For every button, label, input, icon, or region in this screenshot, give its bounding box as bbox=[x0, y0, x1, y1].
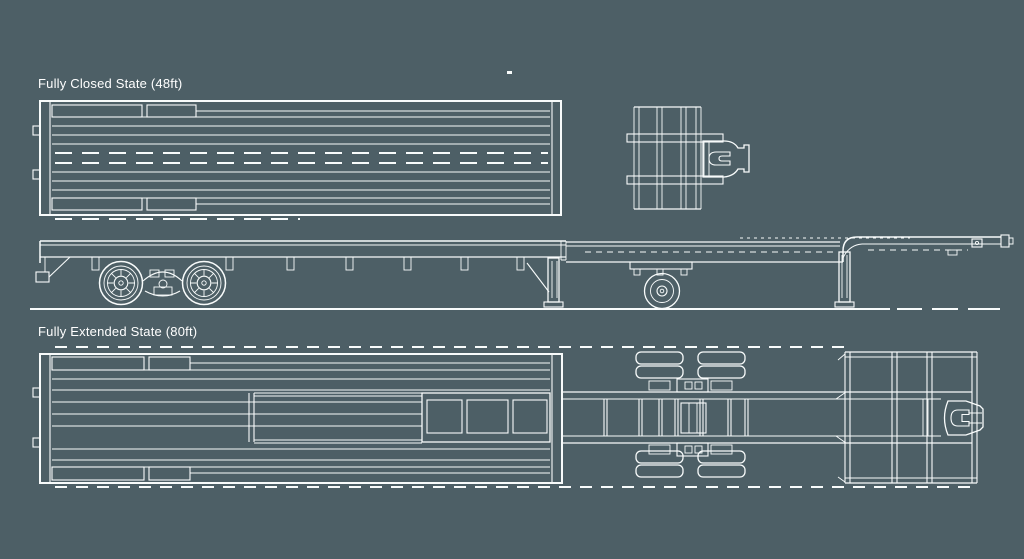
hub bbox=[648, 380, 671, 391]
axle-dolly bbox=[629, 261, 693, 310]
deck-box bbox=[51, 356, 145, 371]
deck-box bbox=[51, 466, 145, 481]
crossmember bbox=[626, 175, 724, 185]
tire bbox=[697, 464, 746, 478]
tire bbox=[635, 365, 684, 379]
deck-box bbox=[148, 356, 191, 371]
deck-box bbox=[51, 104, 143, 118]
deck-outline bbox=[39, 100, 562, 216]
hub bbox=[710, 444, 733, 455]
side-tab bbox=[32, 437, 41, 448]
deck-outline bbox=[39, 353, 563, 484]
telescoping-boom bbox=[566, 237, 910, 263]
exposed-boom bbox=[562, 391, 972, 444]
side-tab bbox=[32, 169, 41, 180]
hub bbox=[648, 444, 671, 455]
hub bbox=[710, 380, 733, 391]
closed-trailer-plan-view bbox=[32, 100, 562, 220]
slider-lock-box bbox=[680, 402, 707, 434]
tire bbox=[697, 365, 746, 379]
dolly-wheel bbox=[643, 272, 681, 310]
extended-trailer-plan-view bbox=[32, 346, 984, 488]
crossmember bbox=[626, 133, 724, 143]
rear-bumper bbox=[35, 256, 71, 283]
tire bbox=[635, 450, 684, 464]
closed-state-title: Fully Closed State (48ft) bbox=[38, 76, 183, 91]
side-elevation-view bbox=[30, 234, 1014, 310]
boom-box-section bbox=[421, 392, 551, 443]
side-tab bbox=[32, 387, 41, 398]
landing-gear bbox=[526, 257, 564, 308]
kingpin-marker bbox=[971, 238, 983, 248]
tire bbox=[635, 351, 684, 365]
kingpin-coupler bbox=[943, 400, 984, 436]
kingpin-coupler bbox=[702, 140, 750, 178]
gooseneck-side bbox=[834, 234, 1014, 308]
tire bbox=[697, 450, 746, 464]
stake-pockets bbox=[91, 256, 525, 271]
deck-box bbox=[148, 466, 191, 481]
tire bbox=[697, 351, 746, 365]
gooseneck-leg bbox=[834, 251, 855, 308]
extended-state-title: Fully Extended State (80ft) bbox=[38, 324, 198, 339]
closed-gooseneck-plan-detail bbox=[626, 106, 750, 210]
stray-mark bbox=[507, 71, 512, 74]
suspension bbox=[142, 269, 183, 297]
deck-box bbox=[51, 197, 143, 211]
deck-box bbox=[146, 197, 197, 211]
tandem-axle-plan bbox=[635, 351, 746, 478]
inner-boom-in-deck bbox=[248, 392, 551, 444]
front-wheel bbox=[181, 260, 227, 306]
rear-wheel bbox=[98, 260, 144, 306]
gooseneck-plan bbox=[837, 351, 984, 484]
tire bbox=[635, 464, 684, 478]
deck-box bbox=[146, 104, 197, 118]
neck-end-bracket bbox=[1000, 234, 1010, 248]
side-tab bbox=[32, 125, 41, 136]
